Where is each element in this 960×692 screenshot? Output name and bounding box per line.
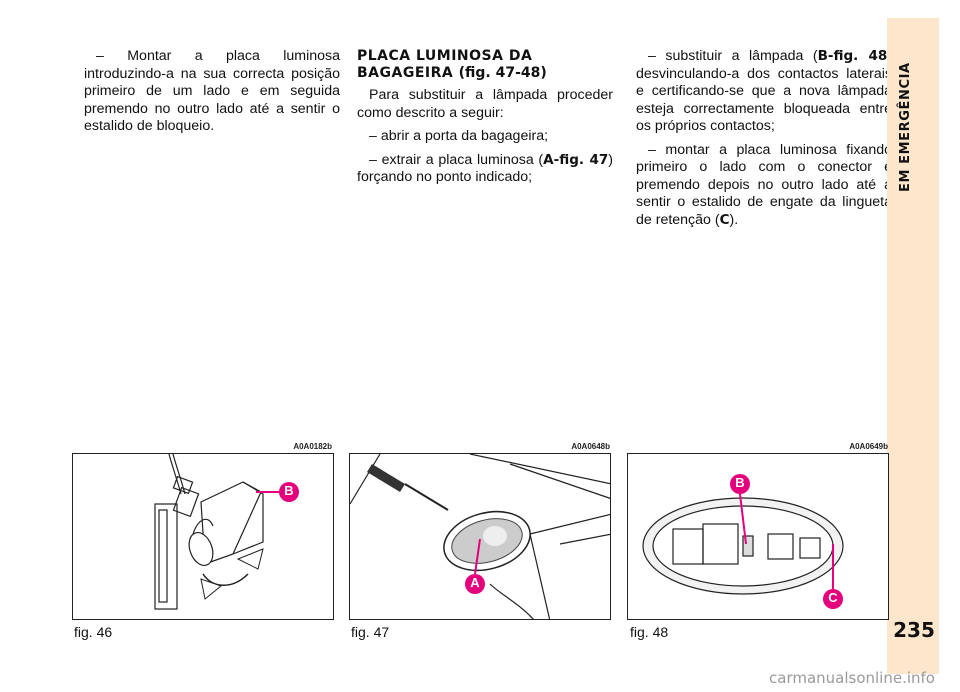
figure-46-illustration [154,454,299,610]
callout-label: A [470,575,480,590]
chapter-title-text: EM EMERGÊNCIA [898,62,913,192]
text: – substituir a lâmpada ( [648,48,818,64]
figure-47: A [349,453,611,620]
callout-label: C [828,590,838,605]
figure-reference: A-fig. 47 [543,151,609,168]
figure-caption: fig. 47 [351,624,390,640]
chapter-sidebar [887,18,939,674]
paragraph: – substituir a lâmpada (B-fig. 48) desvi… [636,48,892,136]
callout-a-marker [465,574,485,594]
page-number: 235 [893,618,935,642]
paragraph: – extrair a placa luminosa (A-fig. 47) f… [357,152,613,187]
text-column-2: PLACA LUMINOSA DA BAGAGEIRA (fig. 47-48)… [357,48,613,193]
callout-b-marker [279,482,299,502]
figure-47-illustration [350,454,610,619]
text: ) forçando no ponto indicado; [357,151,613,186]
paragraph: – Montar a placa luminosa introduzindo-a… [84,48,340,134]
text: – montar a placa luminosa fixando primei… [636,141,892,228]
heading-line-2: BAGAGEIRA [357,65,454,81]
figure-code: A0A0648b [571,442,610,451]
figure-reference: B-fig. 48 [817,48,888,64]
section-heading: PLACA LUMINOSA DA BAGAGEIRA (fig. 47-48) [357,48,613,82]
paragraph: Para substituir a lâmpada proceder como … [357,87,613,121]
text: ) desvinculando-a dos contactos laterais… [636,48,892,134]
text-column-1: – Montar a placa luminosa introduzindo-a… [84,48,340,142]
text: – extrair a placa luminosa ( [369,151,544,168]
callout-c-marker [823,589,843,609]
figure-caption: fig. 46 [74,624,113,640]
callout-b-marker [730,474,750,494]
heading-figure-ref: (fig. 47-48) [458,65,547,81]
callout-label: B [735,475,745,490]
watermark: carmanualsonline.info [769,669,935,687]
callout-reference: C [719,211,730,228]
figure-caption: fig. 48 [630,624,669,640]
text-column-3: – substituir a lâmpada (B-fig. 48) desvi… [636,48,892,235]
paragraph: – abrir a porta da bagageira; [369,128,549,144]
text: ). [729,211,739,228]
figure-48: B C [627,453,889,620]
paragraph: – montar a placa luminosa fixando primei… [636,142,892,230]
figure-code: A0A0649b [849,442,888,451]
figure-46: B [72,453,334,620]
callout-label: B [284,483,294,498]
figure-code: A0A0182b [293,442,332,451]
figure-48-illustration [642,474,844,609]
heading-line-1: PLACA LUMINOSA DA [357,48,533,64]
